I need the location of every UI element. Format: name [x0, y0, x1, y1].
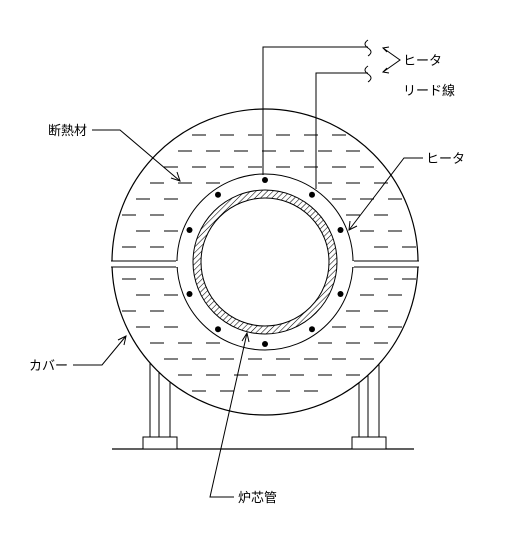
heater-element-dot: [186, 291, 193, 297]
insulation-label: 断熱材: [48, 124, 87, 139]
heater-element-dot: [309, 326, 315, 333]
cover-label: カバー: [29, 359, 68, 374]
heater-lead-wires: [262, 39, 401, 189]
heater-lead-label-bottom: リード線: [403, 83, 455, 99]
heater-element-dot: [337, 227, 344, 233]
heater-element-dot: [215, 191, 221, 198]
heater-element-dot: [262, 341, 268, 347]
heater-label: ヒータ: [426, 152, 465, 167]
furnace-tube-bore: [200, 197, 330, 327]
insulation-leader: [92, 129, 181, 182]
furnace-tube-leader: [209, 331, 250, 498]
heater-elements: [186, 177, 344, 347]
heater-element-dot: [337, 291, 344, 297]
heater-element-dot: [262, 177, 268, 183]
support-leg-left: [142, 361, 178, 450]
heater-leader: [348, 157, 423, 231]
heater-element-dot: [215, 326, 221, 333]
heater-lead-label-top: ヒータ: [403, 54, 442, 69]
furnace-tube-label: 炉芯管: [238, 491, 277, 506]
heater-element-dot: [186, 227, 193, 233]
cover-leader: [73, 335, 127, 366]
heater-element-dot: [309, 191, 315, 198]
